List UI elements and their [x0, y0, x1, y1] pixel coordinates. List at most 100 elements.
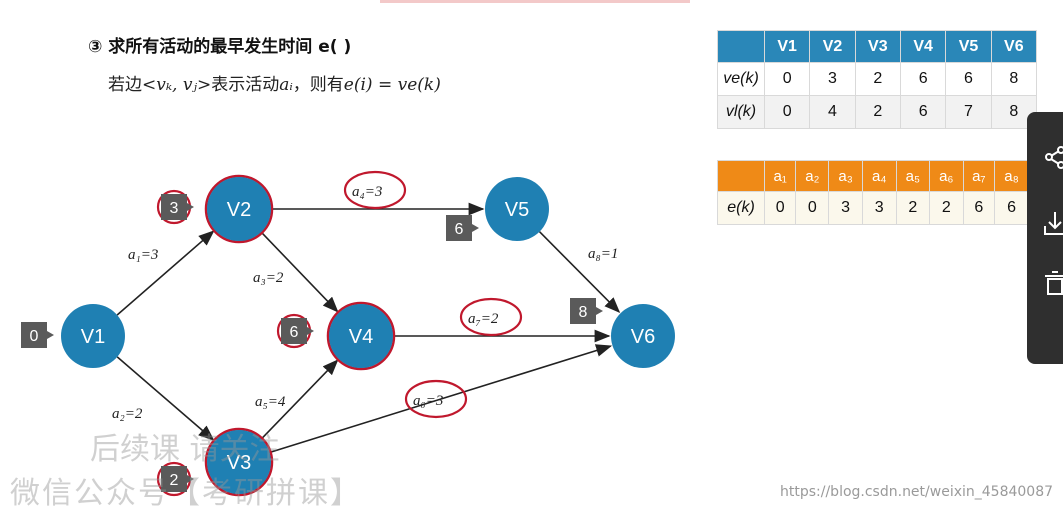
e-cell: 2	[929, 191, 964, 225]
badge-pointer	[187, 203, 194, 211]
annotation-circle	[459, 297, 523, 337]
subtitle-activity: aᵢ	[279, 75, 293, 95]
ve-table-header-row: V1 V2 V3 V4 V5 V6	[717, 30, 1038, 63]
e-cell: 3	[828, 191, 863, 225]
subtitle-suffix: ，则有	[292, 75, 344, 95]
floating-toolbar-icons	[1044, 146, 1063, 295]
node-badge: 8	[570, 298, 603, 324]
edge-v3-v6	[269, 344, 613, 454]
ve-row-label: ve(k)	[717, 62, 765, 96]
badge-pointer	[307, 327, 314, 335]
source-url: https://blog.csdn.net/weixin_45840087	[780, 484, 1054, 500]
edge-label: a₅=4	[255, 394, 286, 410]
e-cell: 2	[895, 191, 931, 225]
node-v2	[207, 177, 271, 241]
edge-label: a₄=3	[352, 184, 382, 200]
badge-value: 2	[170, 472, 179, 489]
badge-value: 6	[290, 324, 299, 341]
badge-box	[161, 194, 187, 220]
share-icon[interactable]	[1045, 146, 1063, 169]
annotation-circle	[204, 174, 274, 244]
node-badge: 3	[161, 194, 194, 220]
badge-pointer	[472, 224, 479, 232]
vl-cell: 0	[763, 95, 811, 129]
ve-cell: 8	[990, 62, 1038, 96]
e-header-cell: a₈	[994, 160, 1029, 192]
ve-cell: 0	[763, 62, 811, 96]
node-label: V2	[227, 199, 251, 221]
vl-row: vl(k) 0 4 2 6 7 8	[717, 95, 1038, 129]
e-header-cell: a₇	[962, 160, 996, 192]
top-accent-bar	[380, 0, 690, 3]
badge-box	[446, 215, 472, 241]
vl-cell: 7	[945, 95, 992, 129]
subtitle-formula: e(i) = ve(k)	[343, 75, 441, 95]
badge-box	[161, 466, 187, 492]
e-row-label: e(k)	[717, 191, 765, 225]
node-label: V5	[505, 199, 529, 221]
node-label: V3	[227, 452, 251, 474]
node-label: V4	[349, 326, 373, 348]
e-header-cell: a₅	[895, 160, 931, 192]
subtitle-vars: vₖ, vⱼ	[156, 75, 197, 95]
ve-cell: 2	[854, 62, 901, 96]
e-header-cell: a₂	[795, 160, 830, 192]
node-label: V1	[81, 326, 105, 348]
edge-v1-v2	[116, 230, 215, 316]
e-header-cell: a₆	[929, 160, 964, 192]
e-table-header-row: a₁ a₂ a₃ a₄ a₅ a₆ a₇ a₈	[717, 160, 1029, 192]
badge-box	[281, 318, 307, 344]
badge-pointer	[47, 331, 54, 339]
edge-label: a₆=3	[413, 393, 443, 409]
annotation-circle	[343, 170, 407, 210]
step-subtitle: 若边<vₖ, vⱼ>表示活动aᵢ，则有e(i) = ve(k)	[108, 70, 441, 95]
vl-cell: 6	[899, 95, 947, 129]
badge-value: 6	[455, 221, 464, 238]
node-badge: 6	[281, 318, 314, 344]
edge-v3-v4	[260, 359, 339, 440]
annotation-circle	[326, 301, 396, 371]
ve-header-cell: V5	[945, 30, 992, 63]
ve-row: ve(k) 0 3 2 6 6 8	[717, 62, 1038, 96]
e-cell: 0	[763, 191, 797, 225]
annotation-circle	[204, 427, 274, 497]
e-header-cell: a₁	[763, 160, 797, 192]
node-v1	[61, 304, 125, 368]
node-v5	[485, 177, 549, 241]
edge-label: a₇=2	[468, 311, 499, 327]
floating-toolbar	[1027, 112, 1063, 364]
node-badge: 6	[446, 215, 479, 241]
badge-box	[21, 322, 47, 348]
ve-cell: 6	[945, 62, 992, 96]
vl-row-label: vl(k)	[717, 95, 765, 129]
ve-vl-table: V1 V2 V3 V4 V5 V6 ve(k) 0 3 2 6 6 8 vl(k…	[717, 30, 1038, 129]
e-cell: 6	[994, 191, 1029, 225]
download-icon[interactable]	[1044, 212, 1063, 235]
ve-cell: 6	[899, 62, 947, 96]
e-table-corner	[717, 160, 765, 192]
edge-label: a₂=2	[112, 406, 143, 422]
e-table: a₁ a₂ a₃ a₄ a₅ a₆ a₇ a₈ e(k) 0 0 3 3 2 2…	[717, 160, 1029, 225]
edge-label: a₃=2	[253, 270, 284, 286]
ve-header-cell: V3	[854, 30, 901, 63]
e-header-cell: a₄	[861, 160, 897, 192]
badge-value: 8	[579, 304, 588, 321]
ve-header-cell: V2	[809, 30, 856, 63]
ve-table-corner	[717, 30, 765, 63]
node-badge: 2	[161, 466, 194, 492]
ve-header-cell: V6	[990, 30, 1038, 63]
watermark: 后续课 请关注 微信公众号【考研拼课】	[0, 428, 362, 516]
node-v6	[611, 304, 675, 368]
subtitle-mid: >表示活动	[196, 75, 280, 95]
annotation-circle	[404, 379, 468, 419]
e-cell: 0	[795, 191, 830, 225]
delete-icon[interactable]	[1045, 271, 1063, 295]
ve-header-cell: V4	[899, 30, 947, 63]
e-row: e(k) 0 0 3 3 2 2 6 6	[717, 191, 1029, 225]
badge-value: 0	[30, 328, 39, 345]
edge-v1-v3	[116, 356, 215, 441]
badge-box	[570, 298, 596, 324]
vl-cell: 2	[854, 95, 901, 129]
ve-cell: 3	[809, 62, 856, 96]
